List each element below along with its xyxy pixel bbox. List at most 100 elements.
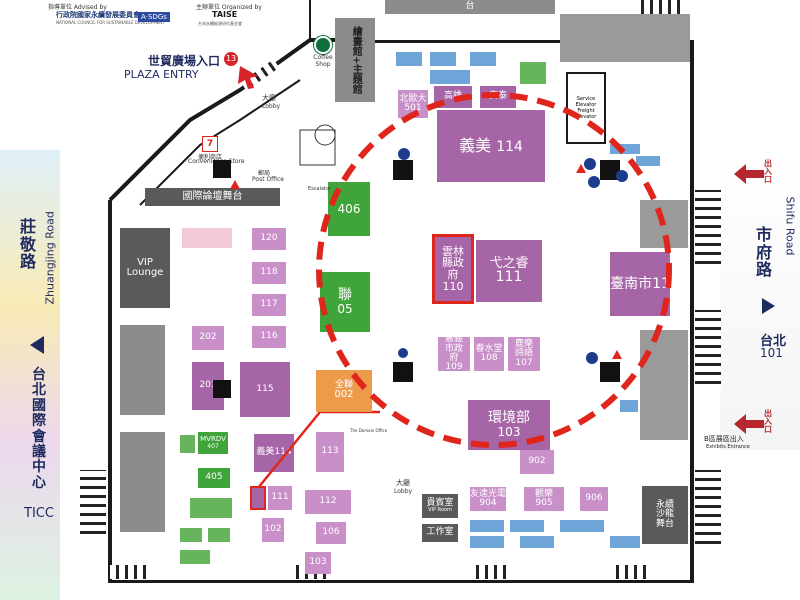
vip-room-cn: 貴賓室 <box>426 497 454 508</box>
booth-115[interactable]: 115 <box>240 362 290 417</box>
booth-102[interactable]: 102 <box>262 518 284 542</box>
outer-wall-left <box>108 200 112 580</box>
booth-103-small[interactable]: 103 <box>305 552 331 574</box>
vip-lounge[interactable]: VIP Lounge <box>120 228 170 308</box>
booth-111-name: 弋之睿 <box>489 255 529 271</box>
booth-yunlin-name: 雲林縣政府 <box>442 244 464 281</box>
booth-116[interactable]: 116 <box>252 326 286 348</box>
advised-label: 指導單位 Advised by <box>48 4 107 11</box>
booth-lian[interactable]: 聯 05 <box>320 272 370 332</box>
booth-120[interactable]: 120 <box>252 228 286 250</box>
booth-106[interactable]: 106 <box>316 522 346 544</box>
booth-904[interactable]: 友達光電 904 <box>470 487 506 511</box>
booth-111-small[interactable]: 111 <box>268 486 292 510</box>
outer-wall-bottom <box>108 580 694 583</box>
booth-406-num: 406 <box>337 201 361 216</box>
column-6 <box>213 380 231 398</box>
booth-113-num: 113 <box>321 446 339 457</box>
marker-triangle-3 <box>230 180 240 189</box>
store-cn: 便利商店 <box>198 154 223 161</box>
booth-111[interactable]: 弋之睿 111 <box>476 240 542 302</box>
booth-112-num: 112 <box>319 496 337 507</box>
booth-green-lower-4[interactable] <box>180 550 210 564</box>
booth-blue-right-1[interactable] <box>470 520 504 532</box>
ticc-cn: 台北國際會議中心 <box>32 367 46 491</box>
booth-109[interactable]: 嘉義市政府 109 <box>438 337 470 371</box>
booth-blue-top-2[interactable] <box>430 52 456 66</box>
vip-room-en: VIP Room <box>428 507 452 514</box>
booth-blue-right-5[interactable] <box>520 536 554 548</box>
service-elevator-label: Service Elevator Freight Elevator <box>575 96 597 120</box>
office-room-cn: 工作室 <box>426 527 454 538</box>
booth-tainan[interactable]: 臺南市11 <box>610 252 670 316</box>
booth-blue-right-6[interactable] <box>610 536 640 548</box>
booth-407[interactable]: MVRDV 407 <box>198 432 228 454</box>
coffee-shop[interactable]: Coffee Shop <box>310 36 336 68</box>
booth-quanlian[interactable]: 全聯 002 <box>316 370 372 412</box>
stairs-right-1 <box>695 190 721 270</box>
booth-117[interactable]: 117 <box>252 294 286 316</box>
left-grey-block-1 <box>120 325 165 415</box>
booth-yunlin[interactable]: 雲林縣政府 110 <box>432 234 474 304</box>
stage-right-label: 永續沙龍舞台 <box>655 499 674 529</box>
stage-right[interactable]: 永續沙龍舞台 <box>642 486 688 544</box>
column-4 <box>600 362 620 382</box>
marker-dot-3 <box>398 348 408 358</box>
forum-stage[interactable]: 國際論壇舞台 <box>145 188 280 206</box>
booth-112[interactable]: 112 <box>305 490 351 514</box>
office-room[interactable]: 工作室 <box>422 524 458 542</box>
advised-org-en: NATIONAL COUNCIL FOR SUSTAINABLE DEVELOP… <box>56 20 165 25</box>
booth-407-num: 407 <box>207 442 219 450</box>
top-stage-label: 台 <box>465 1 475 12</box>
booth-green-lower-3[interactable] <box>208 528 230 542</box>
booth-114[interactable]: 義美 114 <box>437 110 545 182</box>
marker-dot-6 <box>616 170 628 182</box>
booth-902[interactable]: 902 <box>520 450 554 474</box>
booth-408[interactable] <box>180 435 195 453</box>
booth-109-num: 109 <box>445 362 463 371</box>
booth-108-name: 春水堂 <box>475 343 503 354</box>
plaza-entry-num: 13 <box>224 52 238 66</box>
vip-room[interactable]: 貴賓室 VIP Room <box>422 494 458 518</box>
booth-env-name: 環境部 <box>488 410 530 427</box>
booth-117-num: 117 <box>260 299 278 310</box>
booth-blue-right-8[interactable] <box>610 144 640 154</box>
booth-113[interactable]: 113 <box>316 432 344 472</box>
advised-org: 行政院國家永續發展委員會 <box>56 11 140 19</box>
booth-blue-right-7[interactable] <box>620 400 638 412</box>
booth-906[interactable]: 906 <box>580 487 608 511</box>
b-area-entrance-cn: B區展區出入 <box>704 435 744 443</box>
booth-green-top-1[interactable] <box>520 62 546 84</box>
booth-blue-right-9[interactable] <box>636 156 660 166</box>
booth-501-name: 北歐大 <box>399 93 427 104</box>
booth-114-name: 義美 <box>459 135 492 155</box>
booth-103-small-num: 103 <box>309 557 327 568</box>
booth-blue-right-4[interactable] <box>470 536 504 548</box>
booth-120-num: 120 <box>260 233 278 244</box>
booth-107[interactable]: 鹿樂詩語 107 <box>508 337 540 371</box>
booth-green-lower-1[interactable] <box>190 498 232 518</box>
booth-202[interactable]: 202 <box>192 326 224 350</box>
forum-stage-label: 國際論壇舞台 <box>182 190 243 202</box>
road-left-en: Zhuangjing Road <box>43 211 57 305</box>
booth-905[interactable]: 觀樂 905 <box>524 487 564 511</box>
booth-106-num: 106 <box>322 527 340 538</box>
booth-114-num: 114 <box>496 138 523 155</box>
booth-green-lower-2[interactable] <box>180 528 202 542</box>
exit-arrow-top-icon <box>734 164 764 184</box>
top-stage[interactable]: 台 <box>385 0 555 14</box>
booth-small-cluster-top[interactable] <box>182 228 232 248</box>
booth-blue-top-1[interactable] <box>396 52 422 66</box>
booth-118[interactable]: 118 <box>252 262 286 284</box>
road-right-cn: 市府路 <box>756 225 773 280</box>
booth-blue-top-4[interactable] <box>430 70 470 84</box>
booth-405[interactable]: 405 <box>198 468 230 488</box>
booth-blue-right-3[interactable] <box>560 520 604 532</box>
drawing-hall[interactable]: 繪畫館+主題館 <box>335 18 375 102</box>
coffee-label: Coffee Shop <box>313 54 333 68</box>
booth-blue-top-3[interactable] <box>470 52 496 66</box>
booth-108[interactable]: 春水堂 108 <box>474 337 504 371</box>
booth-904-num: 904 <box>479 498 497 508</box>
booth-blue-right-2[interactable] <box>510 520 544 532</box>
